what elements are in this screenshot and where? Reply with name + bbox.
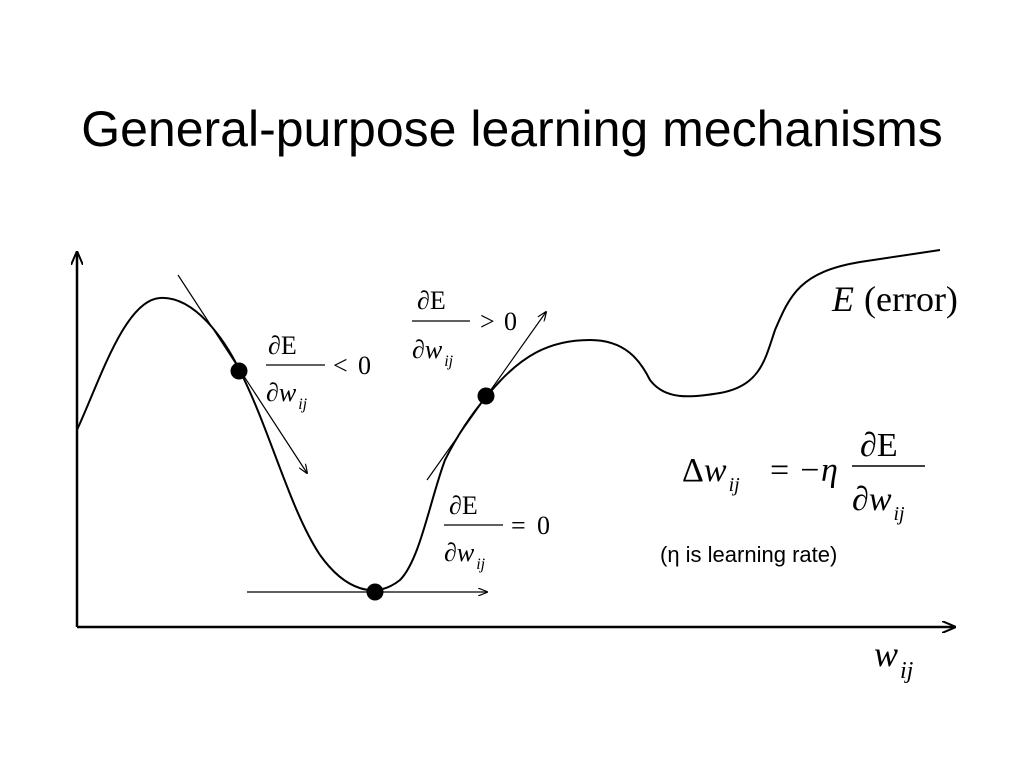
update-minus-eta: −η (798, 452, 838, 489)
value-text: 0 (358, 351, 371, 380)
relation-text: = (511, 511, 526, 540)
curve-label: E(error) (831, 279, 958, 319)
value-text: 0 (504, 307, 517, 336)
x-axis-label: wij (874, 634, 914, 684)
slide-title: General-purpose learning mechanisms (81, 101, 943, 157)
update-equals: = (770, 452, 789, 489)
learning-rate-note: (η is learning rate) (660, 542, 837, 567)
numerator-text: ∂E (449, 491, 478, 520)
value-text: 0 (537, 511, 550, 540)
update-numerator: ∂E (860, 427, 898, 464)
relation-text: > (480, 307, 495, 336)
error-curve (76, 249, 941, 592)
point-minimum (366, 583, 384, 601)
point-negative-slope (230, 362, 248, 380)
numerator-text: ∂E (417, 286, 446, 315)
curve-label-text: E(error) (831, 279, 958, 319)
relation-text: < (333, 351, 348, 380)
numerator-text: ∂E (268, 331, 297, 360)
point-positive-slope (477, 387, 495, 405)
